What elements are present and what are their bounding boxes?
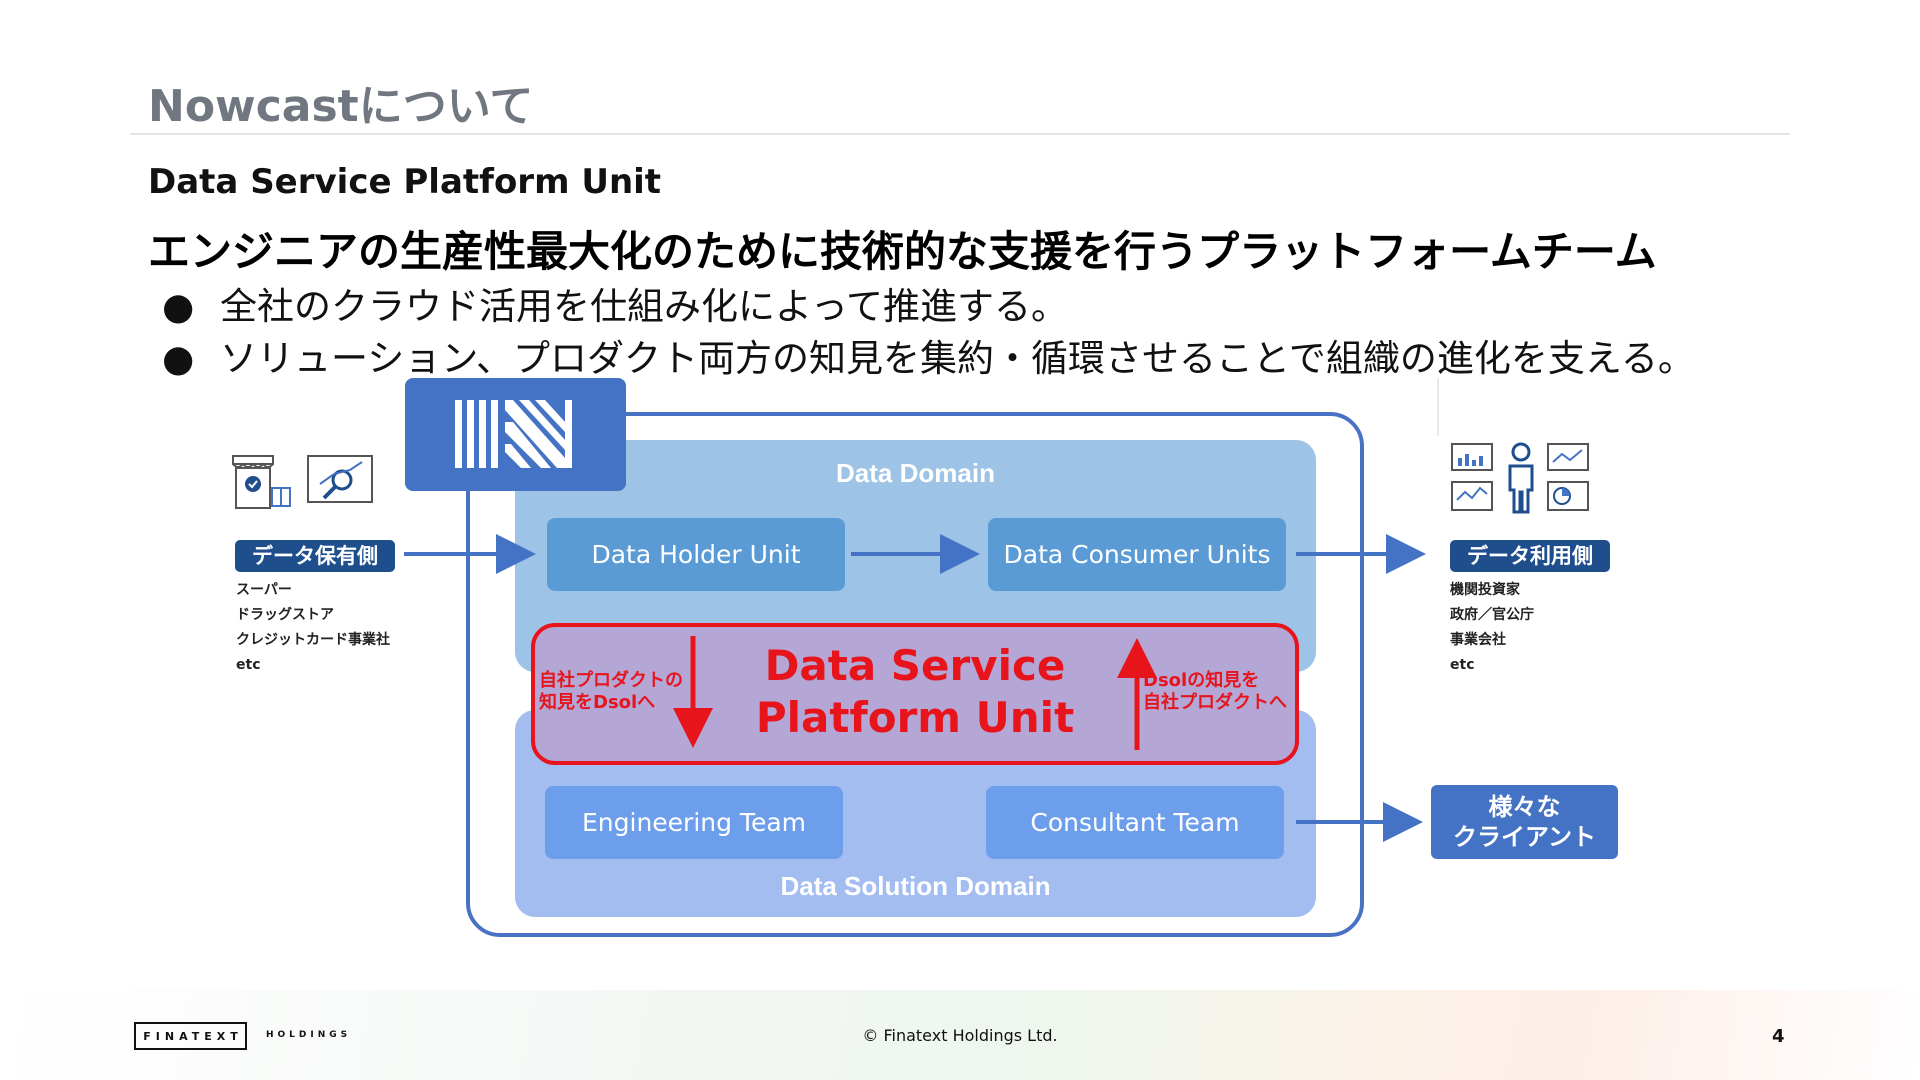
data-holder-list: スーパー ドラッグストア クレジットカード事業社 etc [236,578,390,678]
data-service-platform-unit-box [531,623,1299,765]
list-item: etc [236,657,261,673]
right-red-line-1: Dsolの知見を [1143,670,1260,691]
data-user-side-label: データ利用側 [1450,540,1610,572]
data-holder-side-label: データ保有側 [235,540,395,572]
bullet-text: 全社のクラウド活用を仕組み化によって推進する。 [220,285,1069,328]
holdings-text: HOLDINGS [266,1030,352,1040]
list-item: 事業会社 [1450,632,1506,648]
consultant-team: Consultant Team [986,786,1284,859]
unit-name: Data Service Platform Unit [148,162,662,202]
list-item: ドラッグストア [236,607,334,623]
list-item: 機関投資家 [1450,582,1520,598]
nowcast-logo [405,378,626,491]
left-red-caption: 自社プロダクトの 知見をDsolへ [539,670,683,714]
list-item: スーパー [236,582,292,598]
right-red-line-2: 自社プロダクトへ [1143,692,1287,713]
data-service-platform-unit-title: Data Service Platform Unit [531,640,1299,744]
nowcast-frame [466,412,1364,937]
footer-band [0,990,1920,1080]
engineering-team: Engineering Team [545,786,843,859]
data-consumer-units: Data Consumer Units [988,518,1286,591]
clients-line-2: クライアント [1452,823,1597,851]
finatext-logo: FINATEXT [134,1022,247,1050]
title-divider [130,133,1790,135]
magnifier-chart-icon [307,455,373,503]
page-number: 4 [1772,1026,1785,1047]
list-item: 政府／官公庁 [1450,607,1534,623]
list-item: etc [1450,657,1475,673]
data-solution-domain-label: Data Solution Domain [780,871,1051,901]
copyright: © Finatext Holdings Ltd. [862,1026,1058,1045]
data-domain-label: Data Domain [836,458,995,488]
store-icon [232,455,291,509]
data-user-list: 機関投資家 政府／官公庁 事業会社 etc [1450,578,1534,678]
bullet-item: ● 全社のクラウド活用を仕組み化によって推進する。 [162,276,1068,330]
headline: エンジニアの生産性最大化のために技術的な支援を行うプラットフォームチーム [148,227,1657,276]
bullet-text: ソリューション、プロダクト両方の知見を集約・循環させることで組織の進化を支える。 [220,337,1695,380]
dspu-line-1: Data Service [764,641,1066,690]
nowcast-logo-icon [455,400,572,468]
clients-line-1: 様々な [1488,793,1561,821]
data-holder-unit: Data Holder Unit [547,518,845,591]
bullet-marker: ● [162,285,195,328]
bullet-marker: ● [162,337,195,380]
bullet-item: ● ソリューション、プロダクト両方の知見を集約・循環させることで組織の進化を支える… [162,328,1695,382]
right-red-caption: Dsolの知見を 自社プロダクトへ [1143,670,1287,714]
data-user-icons [1451,442,1589,514]
slide-title: Nowcastについて [148,81,534,132]
left-red-line-2: 知見をDsolへ [539,692,656,713]
dspu-line-2: Platform Unit [755,693,1075,742]
various-clients-box: 様々な クライアント [1431,785,1618,859]
left-red-line-1: 自社プロダクトの [539,670,683,691]
list-item: クレジットカード事業社 [236,632,390,648]
